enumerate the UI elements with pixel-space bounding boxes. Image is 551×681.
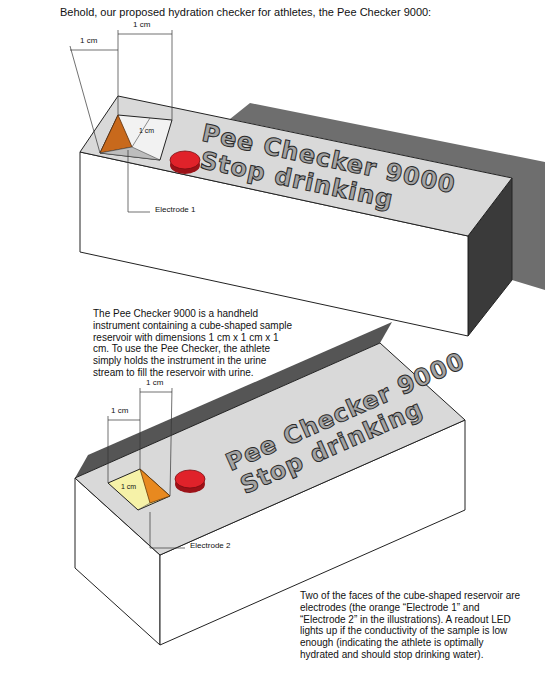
- page-title: Behold, our proposed hydration checker f…: [60, 6, 431, 18]
- reservoir-floor: [100, 147, 160, 160]
- description-text: The Pee Checker 9000 is a handheld instr…: [93, 308, 293, 379]
- part-label: Electrode 1: [155, 206, 195, 214]
- dimension-label: 1 cm: [111, 407, 128, 415]
- led-button: [170, 151, 200, 169]
- dimension-label: 1 cm: [133, 21, 150, 29]
- dimension-line: [108, 420, 140, 421]
- extension-line: [170, 388, 172, 496]
- dimension-label: 1 cm: [146, 379, 163, 387]
- dimension-line: [70, 50, 118, 51]
- extension-line: [108, 416, 109, 483]
- leader-line: [128, 150, 150, 212]
- reservoir-opening: [108, 469, 170, 510]
- led-button: [175, 470, 205, 488]
- dimension-label: 1 cm: [139, 127, 154, 134]
- reservoir-edge: [138, 503, 150, 510]
- dimension-label: 1 cm: [121, 483, 136, 490]
- device-top: [80, 96, 512, 236]
- description-text: Two of the faces of the cube-shaped rese…: [300, 590, 524, 661]
- reservoir-opening: [100, 115, 172, 160]
- extension-line: [140, 388, 141, 469]
- dimension-label: 1 cm: [80, 37, 97, 45]
- electrode-face: [100, 115, 132, 153]
- extension-line: [172, 30, 173, 120]
- electrode-face: [140, 469, 170, 503]
- leader-line: [150, 512, 185, 548]
- dimension-line: [140, 392, 172, 393]
- part-label: Electrode 2: [190, 542, 230, 550]
- extension-line: [118, 30, 119, 115]
- dimension-line: [118, 34, 172, 35]
- extension-line: [70, 46, 100, 153]
